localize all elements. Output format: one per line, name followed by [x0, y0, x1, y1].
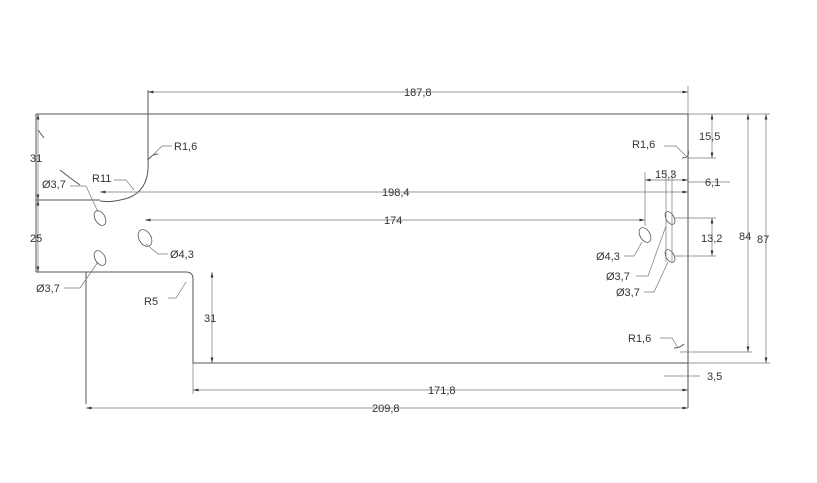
hole-left-bottom — [93, 250, 107, 266]
callout-r16-bottom-right: R1,6 — [628, 333, 651, 345]
callout-d37-right-b: Ø3,7 — [616, 287, 640, 299]
dim-total-height-87: 87 — [757, 234, 769, 246]
dim-left-top-height: 31 — [30, 153, 42, 165]
dim-total-height-84: 84 — [739, 231, 751, 243]
callout-d43-right: Ø4,3 — [596, 251, 620, 263]
dim-left-mid-height: 25 — [30, 233, 42, 245]
callout-d43-left: Ø4,3 — [170, 249, 194, 261]
callout-r5: R5 — [144, 296, 158, 308]
horizontal-dimensions — [86, 86, 730, 410]
part-outline — [35, 90, 689, 408]
leaders — [64, 145, 687, 349]
dim-top-width: 187,8 — [404, 87, 432, 99]
dim-right-hole-x: 15,3 — [655, 169, 676, 181]
hole-right-43 — [638, 227, 652, 243]
callout-d37-left-top: Ø3,7 — [42, 179, 66, 191]
callout-d37-left-bottom: Ø3,7 — [36, 283, 60, 295]
callout-r11: R11 — [92, 173, 111, 185]
dim-mid-width: 198,4 — [382, 187, 410, 199]
dim-hole-span: 174 — [384, 215, 402, 227]
dim-right-top: 15,5 — [699, 131, 720, 143]
dim-right-edge-offset: 6,1 — [705, 177, 720, 189]
vertical-dimensions — [36, 113, 770, 364]
holes — [93, 170, 676, 266]
hole-left-43 — [137, 229, 153, 247]
hole-left-top — [93, 210, 107, 226]
dimension-labels: 187,8 198,4 174 171,8 209,8 31 25 31 15,… — [30, 87, 769, 415]
dim-bottom-inner: 171,8 — [428, 385, 456, 397]
dim-bottom-right-offset: 3,5 — [707, 371, 722, 383]
callout-labels: R1,6 R1,6 R1,6 R11 R5 Ø3,7 Ø3,7 Ø4,3 Ø4,… — [36, 139, 655, 345]
callout-r16-top-left: R1,6 — [174, 141, 197, 153]
hole-right-a — [664, 211, 676, 225]
callout-r16-top-right: R1,6 — [632, 139, 655, 151]
dim-notch-height: 31 — [204, 313, 216, 325]
callout-d37-right-a: Ø3,7 — [606, 271, 630, 283]
dim-right-hole-pitch: 13,2 — [701, 233, 722, 245]
dim-bottom-total: 209,8 — [372, 403, 400, 415]
hole-right-b — [664, 249, 676, 263]
